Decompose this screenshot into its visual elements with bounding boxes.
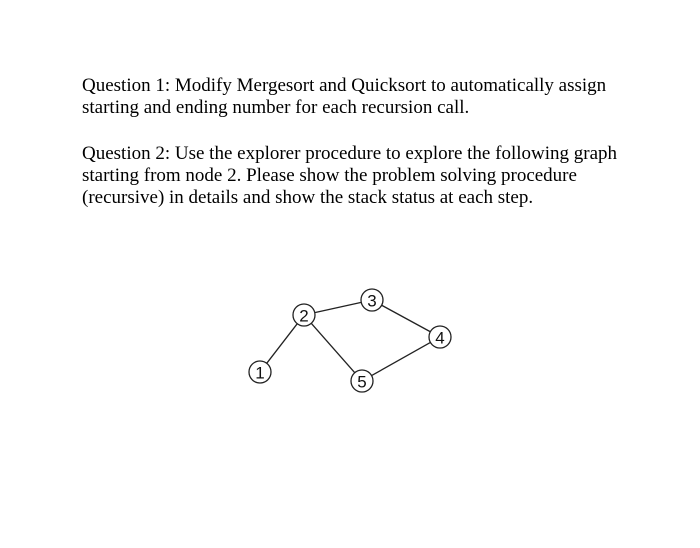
graph-node-label: 3 <box>367 292 376 311</box>
graph-edge-2-5 <box>310 322 356 374</box>
graph-edges <box>266 301 431 377</box>
graph-nodes: 1 2 3 4 5 <box>248 288 452 393</box>
graph-node-5: 5 <box>350 369 374 393</box>
graph-node-1: 1 <box>248 360 272 384</box>
graph-node-circle <box>360 288 384 312</box>
graph-node-2: 2 <box>292 303 316 327</box>
graph-node-label: 5 <box>357 373 366 392</box>
graph-node-circle <box>248 360 272 384</box>
graph-node-circle <box>350 369 374 393</box>
graph-edge-2-3 <box>314 301 362 314</box>
question-2-text: Question 2: Use the explorer procedure t… <box>82 143 618 208</box>
graph-edge-1-2 <box>266 323 298 364</box>
graph-edge-5-4 <box>371 341 431 377</box>
question-1-text: Question 1: Modify Mergesort and Quickso… <box>82 75 607 118</box>
graph-node-4: 4 <box>428 325 452 349</box>
graph-node-3: 3 <box>360 288 384 312</box>
graph-node-label: 1 <box>255 364 264 383</box>
graph-node-label: 2 <box>299 307 308 326</box>
graph-node-circle <box>292 303 316 327</box>
graph-edge-3-4 <box>381 304 431 333</box>
graph-node-label: 4 <box>435 329 444 348</box>
graph-node-circle <box>428 325 452 349</box>
